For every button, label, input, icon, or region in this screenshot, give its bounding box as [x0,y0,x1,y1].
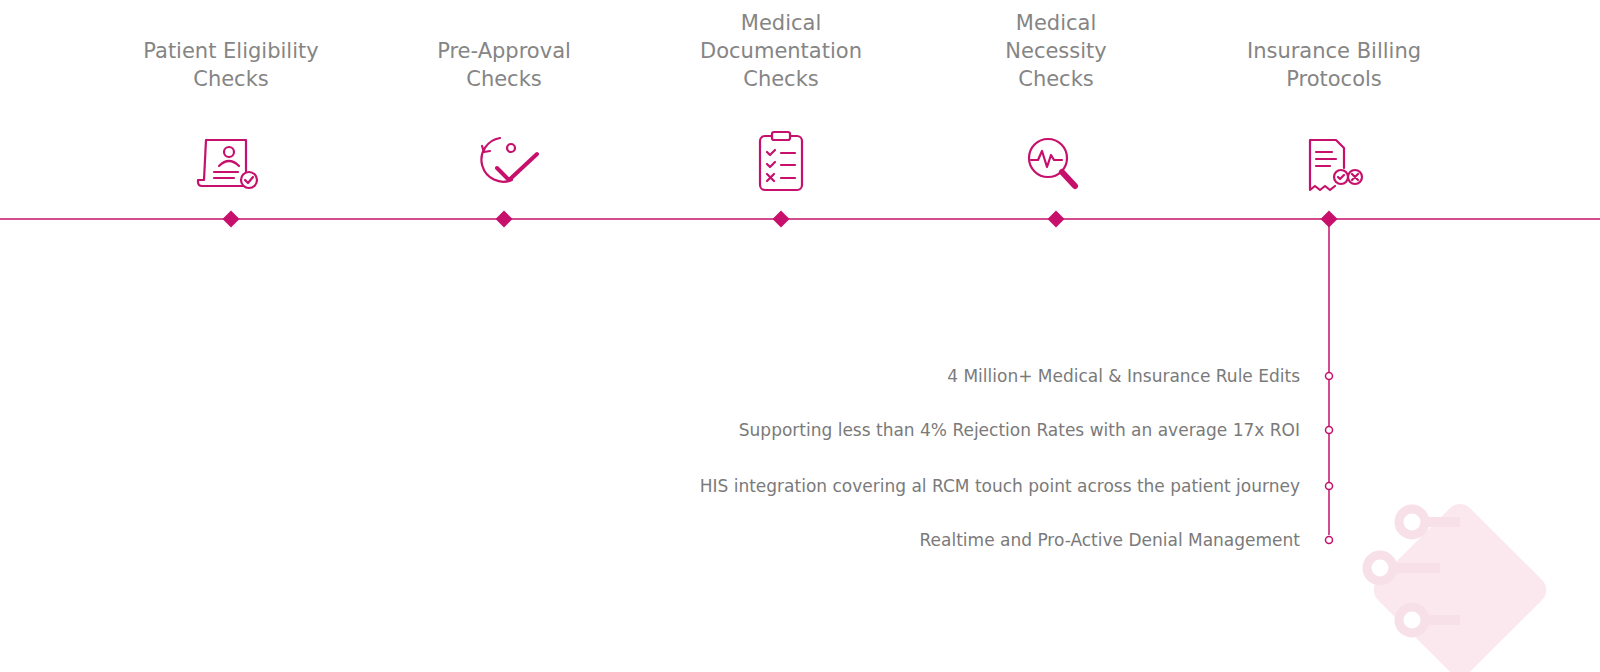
feature-bullet: Supporting less than 4% Rejection Rates … [739,419,1300,441]
stage-node: Medical Necessity Checks [989,9,1124,93]
pre-approval-icon [481,138,537,182]
stage-node: Pre-Approval Checks [424,37,584,93]
feature-bullet: HIS integration covering al RCM touch po… [700,475,1300,497]
feature-bullet: Realtime and Pro-Active Denial Managemen… [920,529,1300,551]
stage-node: Insurance Billing Protocols [1244,37,1424,93]
stage-node: Patient Eligibility Checks [129,37,334,93]
feature-bullet: 4 Million+ Medical & Insurance Rule Edit… [947,365,1300,387]
eligibility-icon [198,140,257,188]
bullet-dots [1326,373,1333,544]
necessity-icon [1029,139,1075,186]
stage-heading: Patient Eligibility Checks [129,37,334,93]
stage-heading: Insurance Billing Protocols [1244,37,1424,93]
billing-icon [1310,140,1362,190]
documentation-icon [760,132,802,190]
timeline-diamonds [223,211,1338,228]
stage-heading: Medical Necessity Checks [989,9,1124,93]
timeline-line [0,218,1600,220]
stage-heading: Medical Documentation Checks [696,9,866,93]
stage-heading: Pre-Approval Checks [424,37,584,93]
stage-node: Medical Documentation Checks [696,9,866,93]
deco-shape [1367,498,1552,672]
